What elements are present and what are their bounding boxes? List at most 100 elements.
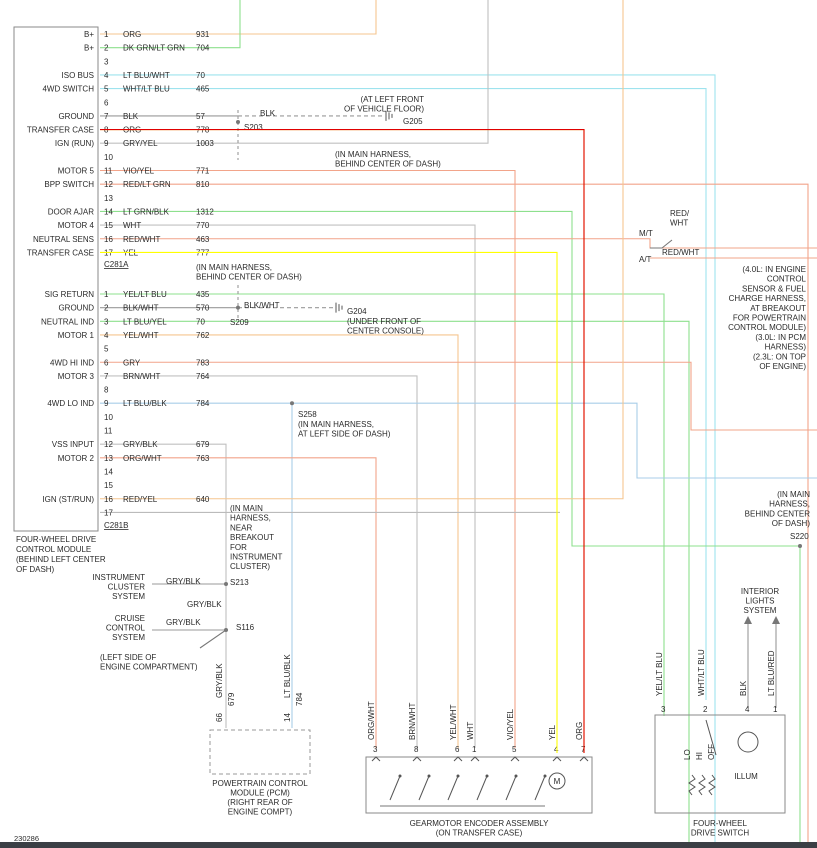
s220-note-line-1: HARNESS, <box>769 500 810 509</box>
pcm-pin-14: 14 <box>283 713 292 722</box>
c281a-func-16: NEUTRAL SENS <box>33 235 94 244</box>
at-label: A/T <box>639 255 652 264</box>
tag-gry-blk-2: GRY/BLK <box>187 600 222 609</box>
g205-note-line-1: OF VEHICLE FLOOR) <box>344 105 424 114</box>
gearmotor-term-8 <box>412 756 422 762</box>
c281b-func-13: MOTOR 2 <box>58 454 95 463</box>
fwd-switch-label-line-1: DRIVE SWITCH <box>691 829 749 838</box>
c281b-circuit-1: 435 <box>196 290 210 299</box>
gearmotor-pin-8: 8 <box>414 745 419 754</box>
mt-switch <box>650 239 673 249</box>
highlight-777-yellow <box>100 251 558 753</box>
c281a-circuit-11: 771 <box>196 167 210 176</box>
c281a-func-14: DOOR AJAR <box>48 207 94 216</box>
fwd-switch-label-line-0: FOUR-WHEEL <box>693 819 747 828</box>
fwd-module-label-line-2: (BEHIND LEFT CENTER <box>16 555 106 564</box>
cruise-control-system-line-1: CONTROL <box>106 624 146 633</box>
s203-note-line-1: BEHIND CENTER OF DASH) <box>335 160 441 169</box>
c281a-func-2: B+ <box>84 44 94 53</box>
s116-note-line-0: (LEFT SIDE OF <box>100 653 156 662</box>
c281b-pin-6: 6 <box>104 358 109 367</box>
fwd-module-label-line-1: CONTROL MODULE <box>16 545 91 554</box>
switch-pin-4: 4 <box>745 705 750 714</box>
gearmotor-color-7: ORG <box>575 722 584 740</box>
wire-679 <box>100 443 227 728</box>
engine-harness-note-line-2: SENSOR & FUEL <box>742 284 807 293</box>
c281b-circuit-9: 784 <box>196 399 210 408</box>
interior-lights-system-line-2: SYSTEM <box>744 606 777 615</box>
s213-note-line-5: INSTRUMENT <box>230 553 283 562</box>
wire-931 <box>100 0 377 35</box>
pcm-box <box>209 729 311 775</box>
c281a-circuit-4: 70 <box>196 71 205 80</box>
pcm-circuit-679: 679 <box>227 692 236 706</box>
c281b-circuit-2: 570 <box>196 304 210 313</box>
fwd-module-label-line-3: OF DASH) <box>16 565 55 574</box>
instrument-cluster-system-line-0: INSTRUMENT <box>93 573 146 582</box>
switch-color-2: WHT/LT BLU <box>697 649 706 696</box>
wire-810 <box>100 183 809 848</box>
gearmotor-motor <box>548 772 566 790</box>
g204-note-line-0: (UNDER FRONT OF <box>347 317 421 326</box>
gearmotor-color-8: BRN/WHT <box>408 703 417 740</box>
c281a-func-7: GROUND <box>58 112 94 121</box>
c281a-color-14: LT GRN/BLK <box>123 207 170 216</box>
s203-label: S203 <box>244 123 263 132</box>
c281a-pin-12: 12 <box>104 180 113 189</box>
tag-red-wht-at: RED/WHT <box>662 248 699 257</box>
switch-lever <box>705 719 717 756</box>
c281a-circuit-9: 1003 <box>196 139 214 148</box>
s213-note-line-1: HARNESS, <box>230 514 271 523</box>
c281b-func-2: GROUND <box>58 304 94 313</box>
gearmotor-box <box>365 756 593 814</box>
gearmotor-label-line-1: (ON TRANSFER CASE) <box>436 829 523 838</box>
wire-784 <box>100 402 817 479</box>
c281a-func-17: TRANSFER CASE <box>27 248 94 257</box>
c281b-color-13: ORG/WHT <box>123 454 162 463</box>
c281b-pin-5: 5 <box>104 345 109 354</box>
ground-g205 <box>385 110 393 121</box>
wires-layer <box>100 0 817 848</box>
gearmotor-color-4: YEL <box>548 724 557 740</box>
c281a-pin-10: 10 <box>104 153 113 162</box>
s116-note-line-1: ENGINE COMPARTMENT) <box>100 663 198 672</box>
wire-763 <box>100 457 377 748</box>
wire-1003 <box>100 0 489 144</box>
switch-color-4: BLK <box>739 680 748 696</box>
gearmotor-term-1 <box>470 756 480 762</box>
switch-color-1: LT BLU/RED <box>767 650 776 696</box>
pcm-pin-66: 66 <box>215 713 224 722</box>
splice-s209 <box>236 305 240 310</box>
gearmotor-contact-2 <box>447 775 459 801</box>
c281a-func-9: IGN (RUN) <box>55 139 94 148</box>
gearmotor-term-3 <box>371 756 381 762</box>
switch-pos-HI: HI <box>695 752 704 760</box>
engine-harness-note-line-4: AT BREAKOUT <box>750 304 806 313</box>
splice-s213 <box>224 582 228 586</box>
gearmotor-term-6 <box>453 756 463 762</box>
c281b-pin-15: 15 <box>104 481 113 490</box>
splice-s116 <box>224 628 228 632</box>
illum-label: ILLUM <box>734 772 758 781</box>
highlight-778-red <box>100 129 585 753</box>
c281a-color-12: RED/LT GRN <box>123 180 171 189</box>
s213-note-line-0: (IN MAIN <box>230 504 263 513</box>
c281b-pin-4: 4 <box>104 331 109 340</box>
engine-harness-note-line-7: (3.0L: IN PCM <box>755 333 806 342</box>
pcm-color-66: GRY/BLK <box>215 663 224 698</box>
gearmotor-term-4 <box>552 756 562 762</box>
fwd-switch-box <box>654 714 786 814</box>
fwd-module-label-line-0: FOUR-WHEEL DRIVE <box>16 535 96 544</box>
c281a-pin-7: 7 <box>104 112 109 121</box>
wire-70-neutral <box>100 320 690 848</box>
pcm-color-14: LT BLU/BLK <box>283 654 292 698</box>
c281b-func-12: VSS INPUT <box>52 440 94 449</box>
pcm-label-line-3: ENGINE COMPT) <box>228 808 293 817</box>
c281a-pin-16: 16 <box>104 235 113 244</box>
c281a-color-16: RED/WHT <box>123 235 160 244</box>
gearmotor-contact-3 <box>476 775 488 801</box>
c281b-pin-7: 7 <box>104 372 109 381</box>
pcm-label-line-1: MODULE (PCM) <box>230 789 290 798</box>
gearmotor-contact-1 <box>418 775 430 801</box>
c281b-circuit-6: 783 <box>196 358 210 367</box>
